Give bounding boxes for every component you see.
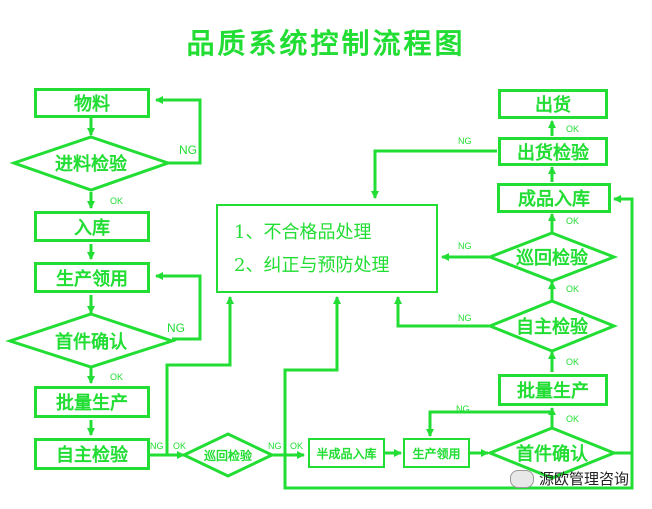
ng-label: NG: [150, 441, 164, 451]
ng-label: NG: [179, 143, 197, 157]
ok-label: OK: [566, 357, 580, 367]
nonconformance-box: 1、不合格品处理 2、纠正与预防处理: [216, 204, 438, 293]
right-first-article-diamond: 首件确认: [516, 444, 588, 465]
ok-label: OK: [110, 372, 124, 382]
ng-label: NG: [458, 136, 472, 146]
first-article-diamond: 首件确认: [55, 332, 127, 353]
right-patrol-diamond: 巡回检验: [516, 248, 588, 269]
ng-label: NG: [458, 313, 472, 323]
ok-label: OK: [566, 284, 580, 294]
ok-label: OK: [566, 414, 580, 424]
ng-label: NG: [456, 404, 470, 414]
incoming-inspection-diamond: 进料检验: [55, 154, 127, 175]
ok-label: OK: [566, 216, 580, 226]
nonconformance-line-1: 1、不合格品处理: [234, 222, 372, 243]
right-mass-production-box: 批量生产: [498, 374, 608, 406]
ok-label: OK: [290, 441, 304, 451]
semi-finished-storage-box: 半成品入库: [308, 438, 385, 468]
shipment-box: 出货: [498, 89, 608, 119]
watermark-text: 源欧管理咨询: [539, 470, 630, 488]
ok-label: OK: [173, 441, 187, 451]
ng-label: NG: [167, 321, 185, 335]
self-inspection-box: 自主检验: [34, 438, 150, 470]
right-self-inspection-diamond: 自主检验: [516, 317, 588, 338]
bottom-production-picking-box: 生产领用: [403, 438, 470, 468]
ng-label: NG: [268, 441, 282, 451]
watermark: 源欧管理咨询: [510, 468, 629, 489]
page-title: 品质系统控制流程图: [186, 27, 466, 60]
storage-box: 入库: [34, 211, 150, 242]
ng-label: NG: [458, 241, 472, 251]
materials-box: 物料: [34, 88, 150, 118]
ok-label: OK: [110, 196, 124, 206]
mass-production-box: 批量生产: [34, 386, 150, 418]
bottom-patrol-diamond: 巡回检验: [203, 448, 252, 463]
ok-label: OK: [566, 124, 580, 134]
production-picking-box: 生产领用: [34, 262, 150, 293]
finished-goods-storage-box: 成品入库: [497, 183, 611, 213]
shipment-inspection-box: 出货检验: [498, 137, 608, 166]
wechat-icon: [510, 469, 534, 488]
nonconformance-line-2: 2、纠正与预防处理: [234, 255, 390, 276]
